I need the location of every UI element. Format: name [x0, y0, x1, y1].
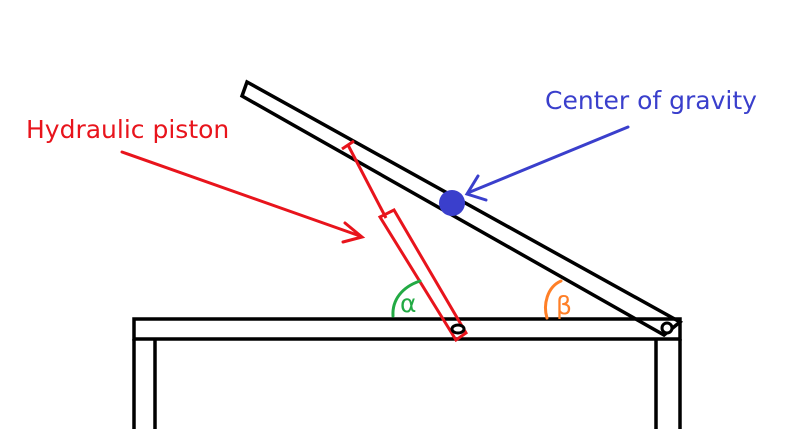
cog-arrow [464, 125, 630, 202]
table-top [132, 317, 682, 341]
center-of-gravity-label: Center of gravity [545, 86, 757, 115]
piston-rod [346, 144, 388, 219]
tilted-beam [239, 79, 684, 338]
piston-rod-cap [341, 139, 355, 151]
hydraulic-piston [341, 139, 468, 343]
beta-label: β [556, 291, 572, 320]
piston-label: Hydraulic piston [26, 115, 229, 144]
hinge-pivot [660, 321, 674, 335]
piston-pivot [450, 323, 466, 335]
alpha-arc [391, 279, 422, 318]
beta-arc [544, 279, 563, 320]
beam-outline [239, 79, 684, 338]
center-of-gravity-dot [439, 190, 465, 216]
piston-arrow [120, 150, 366, 244]
table-frame [132, 317, 682, 429]
alpha-label: α [400, 289, 416, 318]
piston-cylinder [377, 208, 468, 343]
